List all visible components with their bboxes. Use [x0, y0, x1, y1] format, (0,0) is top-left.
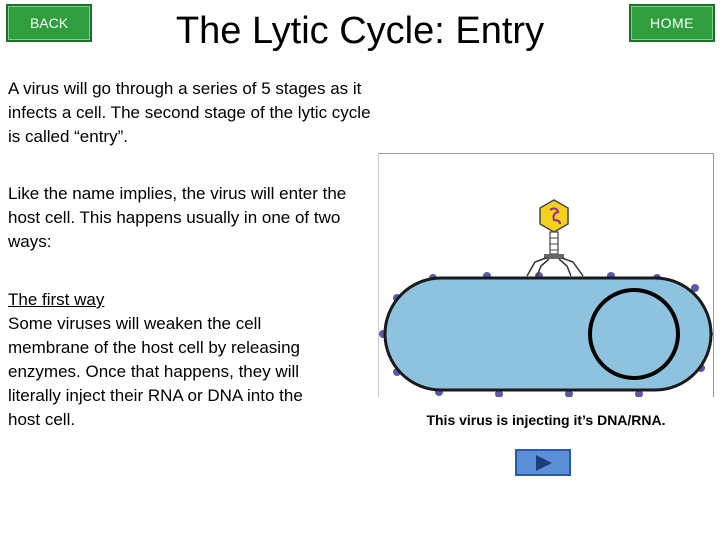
- page-title: The Lytic Cycle: Entry: [175, 10, 545, 52]
- play-button[interactable]: [515, 449, 571, 476]
- virus-injection-illustration: [378, 153, 714, 397]
- home-button[interactable]: HOME: [629, 4, 715, 42]
- back-button[interactable]: BACK: [6, 4, 92, 42]
- cell-nucleus: [588, 288, 680, 380]
- cell-virus-diagram: [379, 199, 713, 397]
- first-way-heading: The first way: [8, 290, 105, 309]
- intro-paragraph: A virus will go through a series of 5 st…: [8, 79, 371, 146]
- bacteriophage-icon: [526, 199, 584, 277]
- figure-caption: This virus is injecting it’s DNA/RNA.: [426, 412, 666, 428]
- first-way-section: The first way Some viruses will weaken t…: [8, 288, 338, 432]
- play-triangle-icon: [536, 454, 552, 471]
- entry-paragraph: Like the name implies, the virus will en…: [8, 184, 347, 251]
- first-way-body: Some viruses will weaken the cell membra…: [8, 314, 303, 429]
